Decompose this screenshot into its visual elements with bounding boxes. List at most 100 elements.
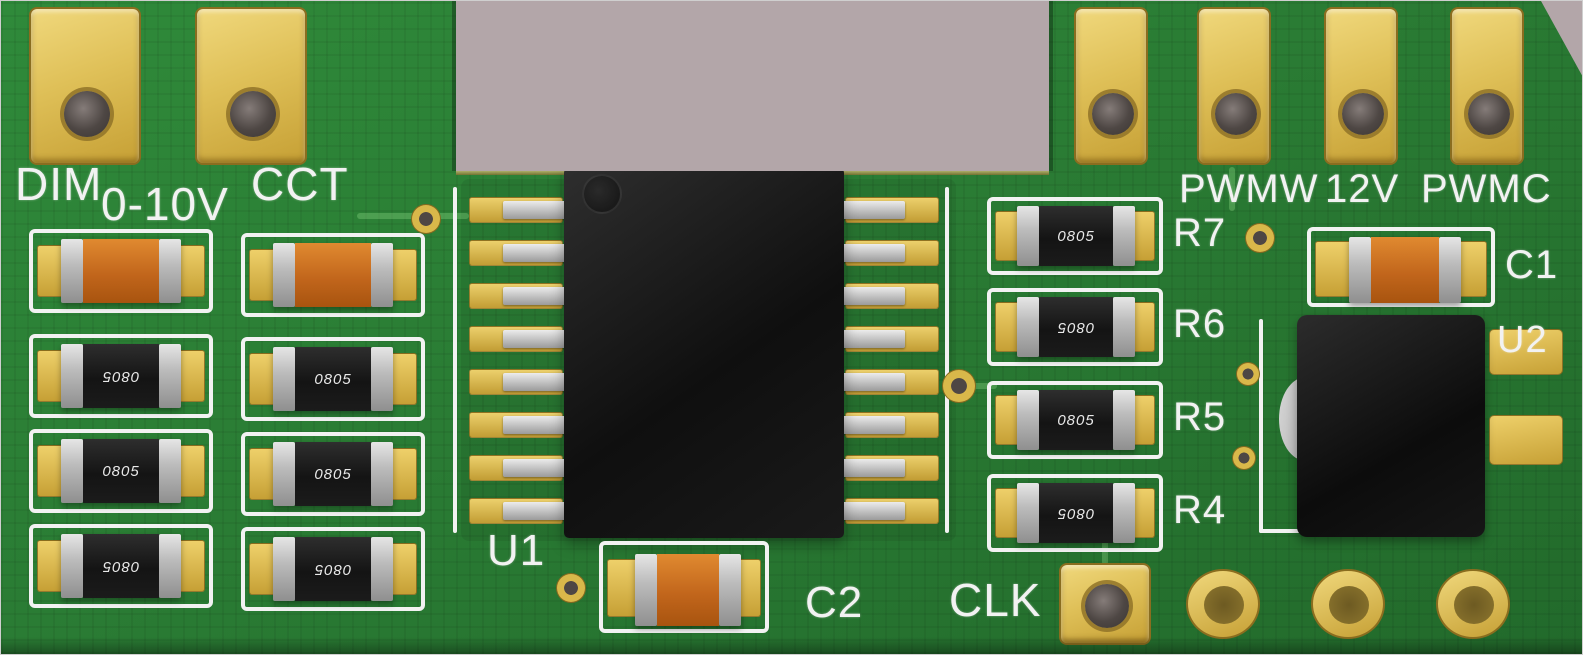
ic-lead	[503, 373, 567, 391]
smd-capacitor	[635, 554, 741, 626]
pad-hole	[1215, 93, 1257, 135]
terminal-cap	[371, 442, 393, 506]
terminal-cap	[273, 537, 295, 601]
u2-pad-bottom	[1489, 415, 1563, 465]
pad-hole	[1468, 93, 1510, 135]
terminal-cap	[273, 442, 295, 506]
u2-pad-top	[1489, 329, 1563, 375]
smd-resistor: 0805	[273, 442, 393, 506]
terminal-cap	[1113, 390, 1135, 450]
terminal-cap	[273, 347, 295, 411]
chip-marking: 0805	[102, 367, 140, 385]
label-dim: DIM	[15, 158, 103, 210]
ic-lead	[841, 416, 905, 434]
connector-pad-12v	[1324, 7, 1398, 165]
label-12v: 12V	[1325, 167, 1400, 211]
chip-marking: 0805	[102, 557, 140, 575]
via	[1236, 362, 1260, 386]
ic-u1-body	[564, 168, 844, 538]
pin1-mold-mark	[582, 174, 622, 214]
capacitor-assembly	[29, 229, 213, 313]
terminal-cap	[1113, 206, 1135, 266]
resistor-r4-assembly: 0805	[987, 474, 1163, 552]
chip-marking: 0805	[314, 560, 352, 578]
ic-lead	[503, 416, 567, 434]
terminal-cap	[159, 534, 181, 598]
component-body	[83, 239, 159, 303]
smd-capacitor	[61, 239, 181, 303]
component-body	[657, 554, 719, 626]
clk-pad	[1059, 563, 1151, 645]
board-edge-notch-left	[452, 1, 456, 171]
ic-lead	[503, 287, 567, 305]
terminal-cap	[273, 243, 295, 307]
terminal-cap	[1349, 237, 1371, 303]
ic-lead	[841, 201, 905, 219]
via	[1232, 446, 1256, 470]
ic-lead	[841, 459, 905, 477]
resistor-assembly: 0805	[241, 432, 425, 516]
resistor-r7-assembly: 0805	[987, 197, 1163, 275]
ic-lead	[841, 373, 905, 391]
capacitor-assembly	[241, 233, 425, 317]
smd-resistor: 0805	[61, 439, 181, 503]
label-u1: U1	[487, 526, 546, 575]
terminal-cap	[371, 347, 393, 411]
component-body: 0805	[1039, 206, 1113, 266]
ic-lead	[503, 330, 567, 348]
chip-marking: 0805	[314, 370, 352, 388]
ic-lead	[503, 502, 567, 520]
label-r4: R4	[1173, 488, 1227, 532]
chip-marking: 0805	[1057, 504, 1095, 522]
terminal-cap	[61, 344, 83, 408]
copper-trace	[1229, 167, 1235, 211]
label-pwmc: PWMC	[1421, 167, 1552, 211]
ic-lead	[841, 502, 905, 520]
via	[1245, 223, 1275, 253]
pad-hole	[1092, 93, 1134, 135]
resistor-assembly: 0805	[29, 429, 213, 513]
via	[411, 204, 441, 234]
component-body: 0805	[295, 537, 371, 601]
board-bottom-shadow	[1, 637, 1582, 654]
smd-resistor: 0805	[1017, 206, 1135, 266]
terminal-cap	[159, 439, 181, 503]
label-c1: C1	[1505, 243, 1559, 287]
label-r6: R6	[1173, 302, 1227, 346]
ic-lead	[503, 244, 567, 262]
component-body: 0805	[1039, 390, 1113, 450]
smd-capacitor	[1349, 237, 1461, 303]
smd-resistor: 0805	[273, 347, 393, 411]
chip-marking: 0805	[102, 462, 140, 480]
smd-resistor: 0805	[1017, 297, 1135, 357]
label-r7: R7	[1173, 211, 1227, 255]
component-body: 0805	[83, 344, 159, 408]
ic-lead	[503, 459, 567, 477]
resistor-assembly: 0805	[241, 527, 425, 611]
terminal-cap	[159, 344, 181, 408]
connector-pad	[1074, 7, 1148, 165]
terminal-cap	[61, 439, 83, 503]
u2-silkscreen-left	[1259, 319, 1263, 533]
pad-center	[1329, 586, 1369, 624]
via	[556, 573, 586, 603]
terminal-cap	[1017, 483, 1039, 543]
component-body: 0805	[1039, 483, 1113, 543]
chip-marking: 0805	[314, 465, 352, 483]
resistor-assembly: 0805	[29, 524, 213, 608]
ic-lead	[841, 287, 905, 305]
u1-silkscreen-left	[453, 187, 457, 533]
resistor-assembly: 0805	[29, 334, 213, 418]
board-edge-notch-right	[1049, 1, 1053, 171]
smd-capacitor	[273, 243, 393, 307]
capacitor-c1-assembly	[1307, 227, 1495, 307]
smd-resistor: 0805	[1017, 483, 1135, 543]
terminal-cap	[159, 239, 181, 303]
terminal-cap	[1113, 483, 1135, 543]
terminal-cap	[371, 243, 393, 307]
smd-resistor: 0805	[61, 534, 181, 598]
via	[942, 369, 976, 403]
terminal-cap	[635, 554, 657, 626]
